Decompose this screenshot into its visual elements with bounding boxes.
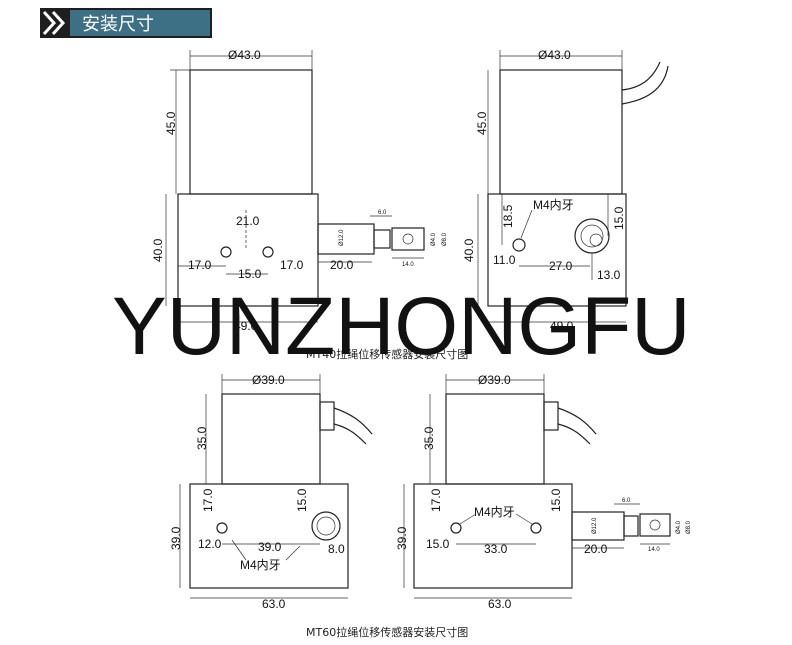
mt60-left-cable — [333, 407, 373, 445]
mt60-right-tip-length: 14.0 — [648, 547, 660, 553]
mt60-left-hole-spacing: 39.0 — [258, 540, 282, 554]
mt60-right-top-width: Ø39.0 — [478, 373, 511, 387]
mt60-left-hole-height: 17.0 — [201, 488, 215, 512]
mt60-right-shaft-tip: 6.0 — [622, 498, 631, 504]
mt60-right-cable — [557, 407, 597, 445]
mt60-right-base-width: 63.0 — [488, 597, 512, 611]
mt40-left-hole-spacing: 15.0 — [238, 267, 262, 281]
mt60-left-outlet — [311, 511, 341, 541]
mt40-left-shaft-tip: 6.0 — [378, 210, 387, 216]
mt60-right-hole-1 — [450, 522, 462, 534]
mt60-right-shaft — [571, 511, 625, 541]
mt60-left-base-height: 39.0 — [169, 526, 183, 550]
mt60-left-hole-left: 12.0 — [198, 537, 222, 551]
mt60-caption: MT60拉绳位移传感器安装尺寸图 — [306, 625, 468, 639]
mt40-right-base-height: 40.0 — [462, 238, 476, 262]
mt60-left-outlet-right: 8.0 — [328, 542, 345, 556]
mt60-left-hole — [216, 522, 228, 534]
mt60-right-tip-dia1: Ø4.0 — [676, 520, 682, 534]
mt40-right-thread-note: M4内牙 — [533, 198, 574, 212]
mt40-left-tip-length: 14.0 — [402, 262, 414, 268]
mt40-left-shaft-tip — [391, 227, 425, 251]
mt60-left-top-body — [221, 393, 321, 485]
mt40-left-left-offset: 17.0 — [188, 258, 212, 272]
mt60-right-hole-spacing: 33.0 — [484, 542, 508, 556]
mt40-right-base — [487, 193, 627, 307]
mt40-left-view: Ø43.0 45.0 40.0 21.0 17.0 15.0 17.0 Ø12.… — [151, 48, 448, 333]
mt40-caption: MT40拉绳位移传感器安装尺寸图 — [306, 347, 468, 361]
mt60-right-hole-left: 15.0 — [426, 537, 450, 551]
section-header: 安装尺寸 — [40, 8, 212, 38]
mt40-right-hole-left: 11.0 — [493, 253, 516, 267]
mt60-left-base — [189, 483, 349, 589]
mt40-right-top-height: 45.0 — [475, 111, 489, 135]
mt40-right-cable — [621, 61, 669, 105]
section-title: 安装尺寸 — [82, 14, 154, 35]
mt60-right-outlet-height: 15.0 — [549, 488, 563, 512]
mt40-right-outlet-right: 13.0 — [597, 268, 621, 282]
mt60-left-view: Ø39.0 35.0 39.0 17.0 15.0 12.0 39.0 8.0 … — [169, 373, 373, 611]
mt40-left-right-offset: 17.0 — [280, 258, 304, 272]
mt40-left-top-height: 45.0 — [164, 111, 178, 135]
mt40-left-tip-dia2: Ø8.0 — [442, 232, 448, 246]
mt40-right-hole — [512, 238, 526, 252]
mt40-left-hole-1 — [220, 246, 232, 258]
mt60-left-top-height: 35.0 — [195, 426, 209, 450]
mt40-left-shaft — [317, 223, 375, 255]
mt40-right-outlet-height: 15.0 — [612, 206, 626, 230]
mt60-right-top-height: 35.0 — [422, 426, 436, 450]
mt40-left-top-body — [189, 69, 313, 195]
mt60-right-hole-height: 17.0 — [429, 488, 443, 512]
mt40-right-hole-height: 18.5 — [501, 204, 515, 228]
mt40-left-base-height: 40.0 — [151, 238, 165, 262]
mt40-right-view: Ø43.0 45.0 40.0 M4内牙 18.5 11.0 27.0 13.0… — [462, 48, 669, 333]
mt60-right-hole-2 — [530, 522, 542, 534]
mt60-right-view: Ø39.0 35.0 39.0 17.0 15.0 M4内牙 15.0 33.0… — [395, 373, 692, 611]
mt40-right-top-width: Ø43.0 — [538, 48, 571, 62]
mt40-left-hole-2 — [262, 246, 274, 258]
mt60-right-shaft-tip — [639, 513, 671, 537]
mt40-right-top-body — [499, 69, 623, 195]
mt40-left-base-width: 49.0 — [234, 319, 258, 333]
mt60-left-base-width: 63.0 — [262, 597, 286, 611]
mt60-right-shaft-length: 20.0 — [584, 542, 608, 556]
mt40-left-top-width: Ø43.0 — [228, 48, 261, 62]
mt60-right-shaft-dia: Ø12.0 — [592, 517, 598, 534]
mt60-left-thread-note: M4内牙 — [240, 558, 281, 572]
watermark: YUNZHONGFU — [112, 281, 691, 372]
mt60-right-top-body — [445, 393, 545, 485]
mt40-left-shaft-dia: Ø12.0 — [339, 229, 345, 246]
double-chevron-icon — [42, 10, 66, 36]
mt60-right-tip-dia2: Ø8.0 — [686, 520, 692, 534]
mt40-right-hole-spacing: 27.0 — [549, 259, 573, 273]
mt40-left-shaft-length: 20.0 — [330, 258, 354, 272]
mt60-right-base-height: 39.0 — [395, 526, 409, 550]
mt60-right-thread-note: M4内牙 — [474, 505, 515, 519]
mt40-left-tip-dia1: Ø4.0 — [431, 232, 437, 246]
mt60-left-top-width: Ø39.0 — [252, 373, 285, 387]
mt40-right-base-width: 49.0 — [550, 319, 574, 333]
mt60-left-outlet-height: 15.0 — [295, 488, 309, 512]
mt40-left-hole-vertical: 21.0 — [236, 214, 260, 228]
